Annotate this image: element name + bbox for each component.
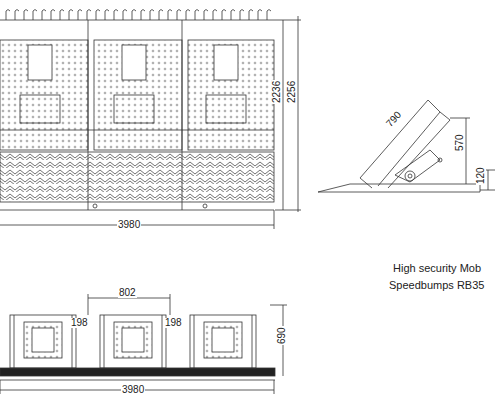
dimension-label: 2256 [287,80,297,104]
hook-stroke [195,10,199,21]
dimension-label: 790 [384,109,404,130]
hook-stroke [33,10,37,21]
hook-stroke [249,10,253,21]
dimension-label: 570 [455,134,465,153]
hook-stroke [24,10,28,21]
hook-stroke [123,10,127,21]
hook-stroke [177,10,181,21]
dimension-label: 3980 [121,385,145,395]
speedbump-unit [10,315,76,368]
hook-stroke [231,10,235,21]
hook-stroke [42,10,46,21]
hook-stroke [96,10,100,21]
hook-stroke [60,10,64,21]
hook-stroke [132,10,136,21]
hook-stroke [87,10,91,21]
dimension-label: 690 [277,327,287,346]
dimension-label: 120 [476,167,486,186]
hook-stroke [240,10,244,21]
hook-stroke [141,10,145,21]
hook-stroke [51,10,55,21]
hook-stroke [168,10,172,21]
caption-text: High security Mob [392,263,482,274]
dimension-label: 802 [118,288,137,298]
speedbump-unit [100,315,166,368]
hook-stroke [222,10,226,21]
hook-stroke [69,10,73,21]
hook-stroke [78,10,82,21]
hook-stroke [186,10,190,21]
dimension-label: 198 [164,318,183,328]
dimension-label: 3980 [117,220,141,230]
caption-text: Speedbumps RB35 [388,280,485,291]
hook-stroke [150,10,154,21]
hook-stroke [105,10,109,21]
hook-stroke [15,10,19,21]
hook-stroke [213,10,217,21]
hook-stroke [258,10,262,21]
dimension-label: 198 [70,318,89,328]
hook-stroke [114,10,118,21]
speedbump-unit [190,315,256,368]
dimension-label: 2236 [272,80,282,104]
hook-stroke [204,10,208,21]
hook-stroke [267,10,271,21]
hook-stroke [6,10,10,21]
hook-stroke [159,10,163,21]
